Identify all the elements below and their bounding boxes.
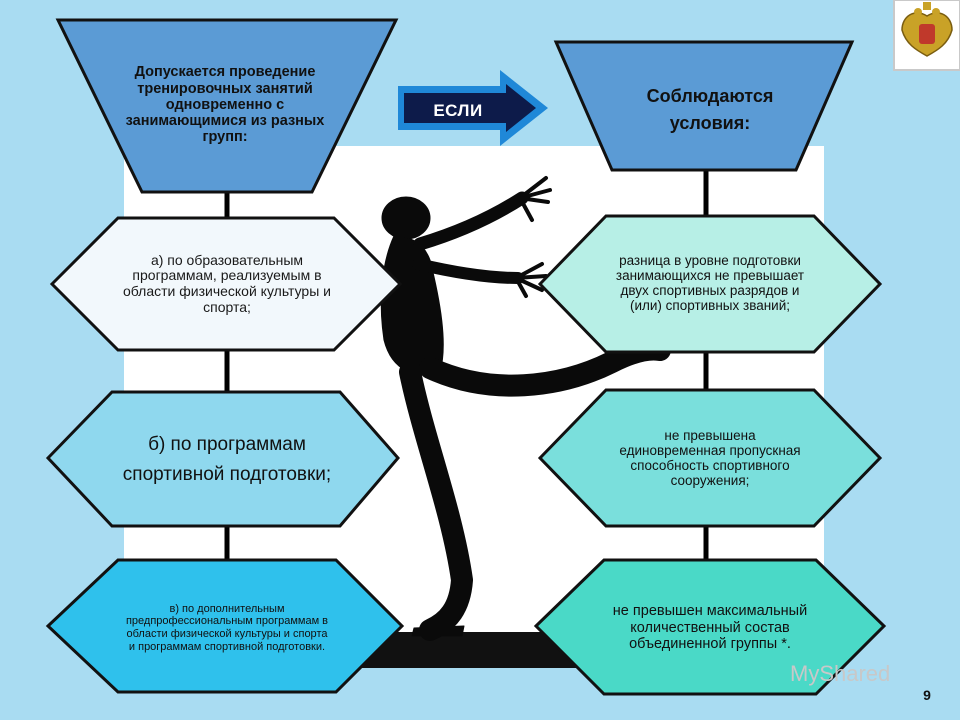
hex-left-2	[45, 390, 400, 528]
left-header-text: Допускается проведение тренировочных зан…	[125, 64, 325, 146]
hex-right-1	[537, 214, 883, 354]
page-number: 9	[923, 687, 931, 704]
esli-label: ЕСЛИ	[433, 101, 483, 121]
gymnast-silhouette	[380, 176, 671, 641]
hex-right-3	[533, 558, 887, 696]
right-header-funnel	[553, 40, 855, 172]
left-header-funnel	[55, 18, 399, 194]
left-item-1: а) по образовательным программам, реализ…	[122, 251, 331, 315]
hex-left-1	[49, 216, 403, 352]
coat-of-arms-icon	[901, 2, 953, 57]
esli-arrow-inner	[404, 84, 536, 132]
left-item-3: в) по дополнительным предпрофессиональны…	[125, 602, 329, 653]
hex-left-3	[45, 558, 405, 694]
right-item-3: не превышен максимальный количественный …	[612, 602, 808, 653]
left-item-2: б) по программам спортивной подготовки;	[122, 433, 332, 485]
right-header-text: Соблюдаются условия:	[646, 86, 774, 133]
hex-right-2	[537, 388, 883, 528]
watermark: MyShared	[790, 660, 891, 686]
right-item-1: разница в уровне подготовки занимающихся…	[615, 252, 805, 314]
right-item-2: не превышена единовременная пропускная с…	[619, 427, 801, 489]
